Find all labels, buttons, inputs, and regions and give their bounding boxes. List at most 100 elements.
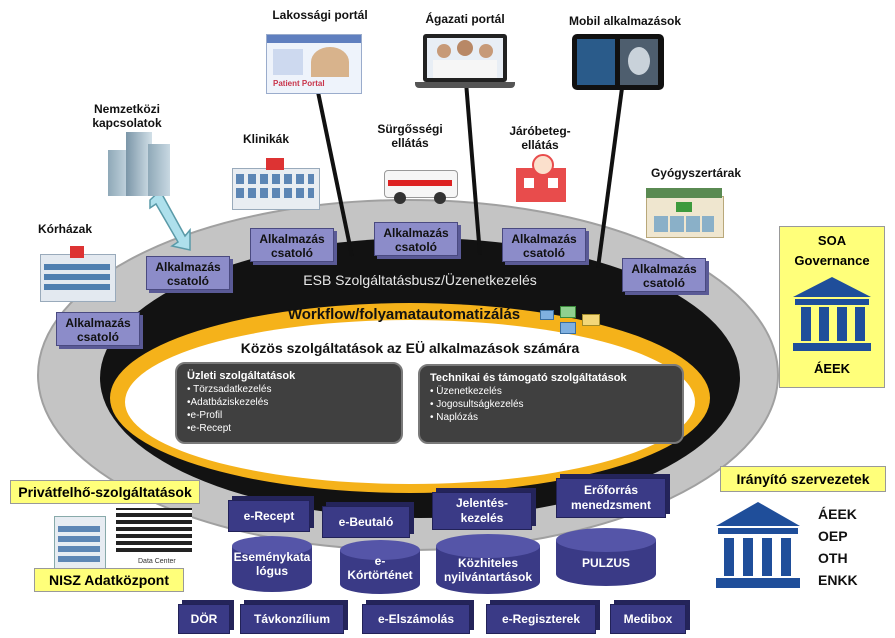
label-lakossagi-portal: Lakossági portál xyxy=(272,8,368,22)
nisz-box: NISZ Adatközpont xyxy=(34,568,184,592)
component-ekort-1: e- xyxy=(374,554,386,568)
cylinder-kozhiteles xyxy=(436,534,540,594)
portal-line-2 xyxy=(464,81,482,256)
connector-label-4a: Alkalmazás xyxy=(155,260,221,274)
label-agazati-portal: Ágazati portál xyxy=(425,12,505,26)
component-dor: DÖR xyxy=(178,604,230,634)
server-rack-icon xyxy=(116,508,192,552)
cylinder-pulzus xyxy=(556,528,656,586)
component-medibox: Medibox xyxy=(610,604,686,634)
connector-box-4: Alkalmazás csatoló xyxy=(146,256,230,290)
component-eelszamolas: e-Elszámolás xyxy=(362,604,470,634)
data-center-caption: Data Center xyxy=(138,558,176,565)
privatfelho-box: Privátfelhő-szolgáltatások xyxy=(10,480,200,504)
connector-label-5a: Alkalmazás xyxy=(631,262,697,276)
workflow-diagram-icon xyxy=(540,306,604,334)
business-item-3: •e-Profil xyxy=(187,410,223,421)
label-surgossegi: Sürgősségi ellátás xyxy=(377,122,443,150)
label-jarobeteg: Járóbeteg- ellátás xyxy=(509,124,571,152)
label-gyogyszertarak: Gyógyszertárak xyxy=(650,166,742,180)
label-mobil-alkalmazasok: Mobil alkalmazások xyxy=(568,14,682,28)
soa-org: ÁEEK xyxy=(813,361,851,376)
component-eroforras: Erőforrás menedzsment xyxy=(556,478,666,518)
component-esemeny-1: Eseménykata xyxy=(233,550,311,564)
common-services-label: Közös szolgáltatások az EÜ alkalmazások … xyxy=(240,340,580,356)
nisz-label: NISZ Adatközpont xyxy=(48,572,170,588)
business-item-4: •e-Recept xyxy=(187,423,232,434)
component-kozhiteles: Közhiteles nyilvántartások xyxy=(436,556,540,584)
component-eroforras-1: Erőforrás xyxy=(583,483,639,497)
technical-item-3: • Naplózás xyxy=(430,412,478,423)
technical-item-2: • Jogosultságkezelés xyxy=(430,399,524,410)
technical-item-1: • Üzenetkezelés xyxy=(430,386,502,397)
hospital-building-icon xyxy=(40,246,116,302)
technical-services-title: Technikai és támogató szolgáltatások xyxy=(430,372,627,384)
cylinder-esemeny xyxy=(232,536,312,592)
label-korhazak: Kórházak xyxy=(37,222,93,236)
component-pulzus: PULZUS xyxy=(556,556,656,570)
iranyito-title: Irányító szervezetek xyxy=(736,471,870,487)
component-jelentes-2: kezelés xyxy=(460,511,504,525)
iranyito-org-4: ENKK xyxy=(818,572,858,588)
component-kozhiteles-1: Közhiteles xyxy=(457,556,518,570)
connector-label-2a: Alkalmazás xyxy=(383,226,449,240)
governance-building-icon xyxy=(793,277,871,351)
component-dor-label: DÖR xyxy=(190,612,218,626)
portal-line-1 xyxy=(316,91,354,257)
ambulance-icon xyxy=(384,162,462,204)
component-eelszamolas-label: e-Elszámolás xyxy=(377,612,455,626)
component-ekort-2: Kórtörténet xyxy=(347,568,413,582)
connector-label-3b: csatoló xyxy=(522,246,565,260)
patient-portal-caption: Patient Portal xyxy=(273,79,325,88)
component-eregiszterek-label: e-Regiszterek xyxy=(501,612,581,626)
patient-portal-screenshot: Patient Portal xyxy=(266,34,362,94)
soa-governance-box: SOA Governance ÁEEK xyxy=(779,226,885,388)
component-ekortortenet: e- Kórtörténet xyxy=(340,554,420,582)
business-services-title: Üzleti szolgáltatások xyxy=(187,370,296,382)
connector-label-5b: csatoló xyxy=(642,276,685,290)
component-jelentes: Jelentés- kezelés xyxy=(432,492,532,530)
laptop-icon xyxy=(415,34,515,92)
business-services-panel: Üzleti szolgáltatások • Törzsadatkezelés… xyxy=(175,362,403,444)
outpatient-icon xyxy=(516,154,566,202)
ministry-building-icon xyxy=(716,502,800,588)
connector-box-6: Alkalmazás csatoló xyxy=(56,312,140,346)
business-item-1: • Törzsadatkezelés xyxy=(187,384,272,395)
iranyito-org-2: OEP xyxy=(818,528,848,544)
technical-services-panel: Technikai és támogató szolgáltatások • Ü… xyxy=(418,364,684,444)
connector-box-2: Alkalmazás csatoló xyxy=(374,222,458,256)
iranyito-org-1: ÁEEK xyxy=(818,506,857,522)
connector-label-1b: csatoló xyxy=(270,246,313,260)
connector-box-1: Alkalmazás csatoló xyxy=(250,228,334,262)
clinic-building-icon xyxy=(232,158,320,210)
iranyito-title-box: Irányító szervezetek xyxy=(720,466,886,492)
pharmacy-icon xyxy=(646,188,724,238)
connector-label-3a: Alkalmazás xyxy=(511,232,577,246)
component-eregiszterek: e-Regiszterek xyxy=(486,604,596,634)
tablet-icon xyxy=(572,34,664,90)
skyscraper-icon xyxy=(108,132,170,198)
component-tavkonzilium: Távkonzílium xyxy=(240,604,344,634)
datacenter-building-icon xyxy=(54,510,110,570)
component-esemeny-2: lógus xyxy=(256,564,288,578)
connector-label-1a: Alkalmazás xyxy=(259,232,325,246)
soa-title-1: SOA xyxy=(817,233,847,248)
component-erecept-label: e-Recept xyxy=(243,509,295,523)
component-esemeny: Eseménykata lógus xyxy=(232,550,312,578)
connector-label-6b: csatoló xyxy=(76,330,119,344)
cylinder-ekortortenet xyxy=(340,540,420,594)
component-kozhiteles-2: nyilvántartások xyxy=(443,570,533,584)
component-eroforras-2: menedzsment xyxy=(570,498,652,512)
connector-label-6a: Alkalmazás xyxy=(65,316,131,330)
esb-label: ESB Szolgáltatásbusz/Üzenetkezelés xyxy=(303,272,537,288)
connector-label-2b: csatoló xyxy=(394,240,437,254)
component-erecept: e-Recept xyxy=(228,500,310,532)
component-ebeutalo: e-Beutaló xyxy=(322,506,410,538)
connector-box-3: Alkalmazás csatoló xyxy=(502,228,586,262)
component-ebeutalo-label: e-Beutaló xyxy=(338,515,394,529)
label-nemzetkozi: Nemzetközi kapcsolatok xyxy=(92,102,162,130)
component-tavkonzilium-label: Távkonzílium xyxy=(253,612,330,626)
connector-label-4b: csatoló xyxy=(166,274,209,288)
business-item-2: •Adatbáziskezelés xyxy=(187,397,269,408)
